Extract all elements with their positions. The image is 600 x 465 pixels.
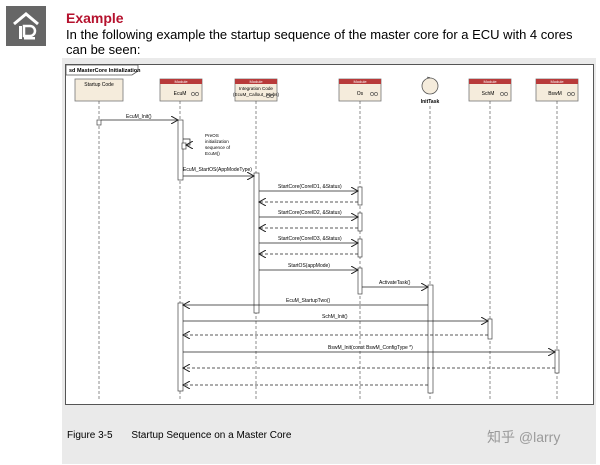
participant-integration-code-label: Integration Code: [239, 86, 273, 91]
participant-bswm-label: BswM: [548, 91, 562, 97]
participant-inittask-label: InitTask: [421, 99, 440, 105]
note-preos-1: PreOS: [205, 133, 219, 138]
figure-number: Figure 3-5: [67, 430, 113, 441]
lifelines: [98, 101, 558, 401]
frame-label-tab: [66, 65, 139, 76]
watermark: 知乎 @larry: [487, 429, 561, 445]
msg-ecum-startos: EcuM_StartOS(AppModeType): [183, 167, 252, 173]
participant-ecum-label: EcuM: [174, 91, 187, 97]
figure-caption-text: Startup Sequence on a Master Core: [131, 430, 292, 441]
sequence-diagram: sd MasterCore Initialization Startup Cod…: [66, 65, 579, 401]
participant-integration-code-header: [235, 79, 277, 84]
participant-os-stereotype: Module: [353, 79, 367, 84]
participant-integration-code-stereotype: Module: [249, 79, 263, 84]
note-preos-4: EcuM(): [205, 151, 220, 156]
logo-icon: [6, 6, 46, 46]
msg-startcore2: StartCore(CoreID2, &Status): [278, 210, 342, 216]
msg-startcore3: StartCore(CoreID3, &Status): [278, 236, 342, 242]
msg-startos: StartOS(appMode): [288, 263, 330, 269]
participant-inittask-circle: [421, 77, 439, 95]
message-arrows: [101, 120, 555, 385]
msg-ecum-startuptwo: EcuM_StartupTwo(): [286, 298, 331, 304]
participant-startup-code-label: Startup Code: [84, 82, 114, 88]
module-glyph-icons: [191, 92, 575, 98]
figure-caption: Figure 3-5 Startup Sequence on a Master …: [67, 430, 291, 441]
frame-label: sd MasterCore Initialization: [69, 68, 141, 74]
intro-text: In the following example the startup seq…: [66, 27, 573, 57]
msg-schm-init: SchM_Init(): [322, 314, 348, 320]
participant-integration-code-sublabel: (EcuM_Callout_Stubs): [233, 92, 279, 97]
msg-activatetask: ActivateTask(): [379, 280, 411, 286]
note-preos-3: sequence of: [205, 145, 231, 150]
participant-schm-stereotype: Module: [483, 79, 497, 84]
participant-os-header: [339, 79, 381, 84]
participant-ecum-stereotype: Module: [174, 79, 188, 84]
sequence-diagram-frame: sd MasterCore Initialization Startup Cod…: [65, 64, 594, 405]
msg-startcore1: StartCore(CoreID1, &Status): [278, 184, 342, 190]
participant-os-label: Os: [357, 91, 364, 97]
note-preos-2: initialization: [205, 139, 229, 144]
msg-ecum-init: EcuM_Init(): [126, 114, 152, 120]
inittask-arrow-icon: [426, 76, 431, 79]
participant-bswm-stereotype: Module: [550, 79, 564, 84]
participant-bswm-header: [536, 79, 578, 84]
participant-ecum-header: [160, 79, 202, 84]
msg-bswm-init: BswM_Init(const BswM_ConfigType *): [328, 345, 413, 351]
participant-schm-header: [469, 79, 511, 84]
activation-bars: [96, 119, 560, 394]
participant-schm-label: SchM: [482, 91, 495, 97]
section-title: Example: [66, 10, 124, 26]
